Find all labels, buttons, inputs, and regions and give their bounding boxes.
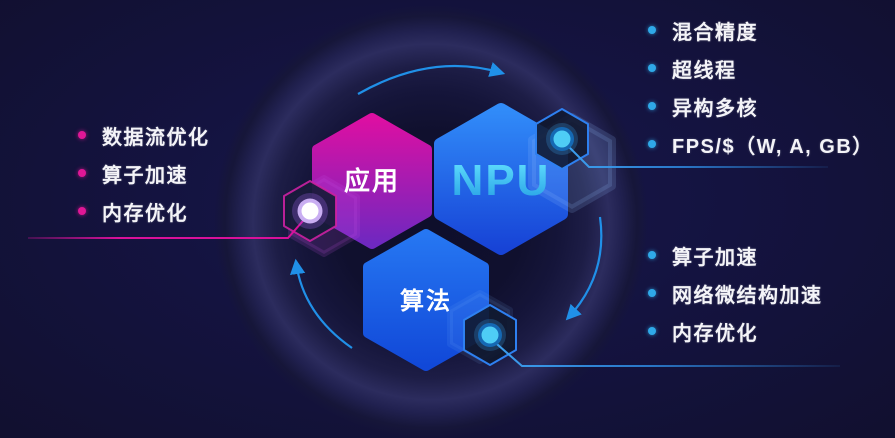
list-item-label: FPS/$（W, A, GB） [672,135,874,158]
list-item: 内存优化 [78,192,210,230]
list-item: 超线程 [648,49,874,87]
list-item: 内存优化 [648,312,823,350]
list-item: FPS/$（W, A, GB） [648,125,874,163]
list-item: 混合精度 [648,11,874,49]
list-item-label: 算子加速 [672,246,758,269]
list-item-label: 数据流优化 [102,126,210,149]
list-item-label: 异构多核 [672,97,758,120]
bullet-icon [78,131,86,139]
left-feature-list: 数据流优化 算子加速 内存优化 [78,116,210,230]
hexagon-algo-label: 算法 [400,287,452,315]
cycle-arrow-left-icon [289,258,353,349]
connector-line-left [28,213,310,239]
bullet-icon [648,102,656,110]
bullet-icon [648,64,656,72]
right-bottom-feature-list: 算子加速 网络微结构加速 内存优化 [648,236,823,350]
list-item-label: 算子加速 [102,164,188,187]
bullet-icon [648,140,656,148]
bullet-icon [78,169,86,177]
cycle-arrow-top-icon [357,62,506,95]
list-item-label: 网络微结构加速 [672,284,823,307]
connector-line-right-top [561,139,828,168]
right-top-feature-list: 混合精度 超线程 异构多核 FPS/$（W, A, GB） [648,11,874,163]
bullet-icon [648,327,656,335]
hexagon-npu-label: NPU [452,156,551,205]
list-item: 算子加速 [78,154,210,192]
node-dot-npu-icon [546,123,578,155]
list-item-label: 超线程 [672,59,737,82]
list-item: 数据流优化 [78,116,210,154]
hexagon-app [312,113,432,249]
list-item-label: 混合精度 [672,21,758,44]
hexagon-app-label: 应用 [344,166,400,196]
node-dot-algo-icon [474,319,506,351]
bullet-icon [78,207,86,215]
list-item-label: 内存优化 [102,202,188,225]
hexagon-algo [363,229,489,371]
list-item: 网络微结构加速 [648,274,823,312]
bullet-icon [648,289,656,297]
list-item: 算子加速 [648,236,823,274]
connector-line-right-bottom [489,337,840,367]
node-dot-app-icon [292,193,328,229]
bullet-icon [648,251,656,259]
bullet-icon [648,26,656,34]
list-item-label: 内存优化 [672,322,758,345]
cycle-arrow-right-icon [565,216,603,321]
list-item: 异构多核 [648,87,874,125]
